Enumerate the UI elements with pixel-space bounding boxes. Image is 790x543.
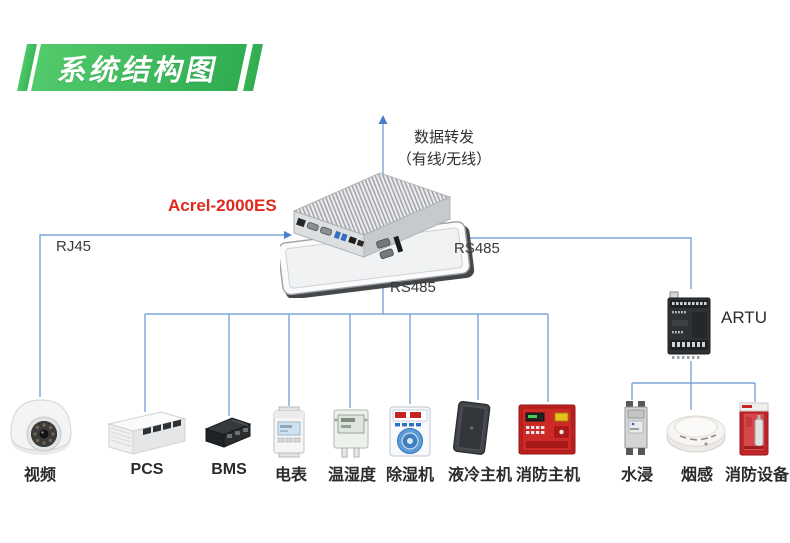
rj45-label: RJ45 xyxy=(56,238,92,255)
industrial-panel-pc-icon xyxy=(280,172,475,298)
uplink-label: 数据转发 （有线/无线） xyxy=(392,127,496,171)
device-label-water-leak: 水浸 xyxy=(620,467,654,484)
dehumidifier-icon xyxy=(389,406,431,457)
device-label-bms: BMS xyxy=(211,461,247,478)
bms-unit-icon xyxy=(204,417,252,448)
smoke-detector-icon xyxy=(666,415,726,453)
artu-io-module-icon xyxy=(667,291,711,359)
uplink-label-line1: 数据转发 xyxy=(413,129,474,146)
device-label-fire-host: 消防主机 xyxy=(515,467,581,484)
liquid-cooling-host-icon xyxy=(452,401,491,455)
device-label-temp-humidity: 温湿度 xyxy=(327,467,377,484)
uplink-arrowhead xyxy=(378,115,388,124)
pcs-converter-icon xyxy=(107,411,187,455)
temp-humidity-sensor-icon xyxy=(333,409,369,458)
device-label-smoke: 烟感 xyxy=(680,467,714,484)
device-label-fire-equipment: 消防设备 xyxy=(724,467,790,484)
rs485-bottom-label: RS485 xyxy=(390,279,436,296)
fire-suppression-device-icon xyxy=(739,402,769,456)
artu-label: ARTU xyxy=(721,308,767,327)
dome-camera-icon xyxy=(10,399,72,455)
energy-meter-icon xyxy=(273,406,305,458)
fire-alarm-host-icon xyxy=(518,404,576,455)
rj45-line xyxy=(39,234,284,397)
rs485-right-line xyxy=(458,237,692,289)
rs485-right-label: RS485 xyxy=(454,240,500,257)
device-label-camera: 视频 xyxy=(23,467,57,484)
gateway-name-label: Acrel-2000ES xyxy=(168,196,277,215)
device-label-pcs: PCS xyxy=(130,461,164,478)
device-label-meter: 电表 xyxy=(274,467,308,484)
device-label-liquid-cooling: 液冷主机 xyxy=(447,467,513,484)
uplink-label-line2: （有线/无线） xyxy=(396,150,492,168)
rj45-arrowhead xyxy=(284,231,292,239)
water-leak-sensor-icon xyxy=(624,401,648,455)
device-label-dehumidifier: 除湿机 xyxy=(385,467,435,484)
